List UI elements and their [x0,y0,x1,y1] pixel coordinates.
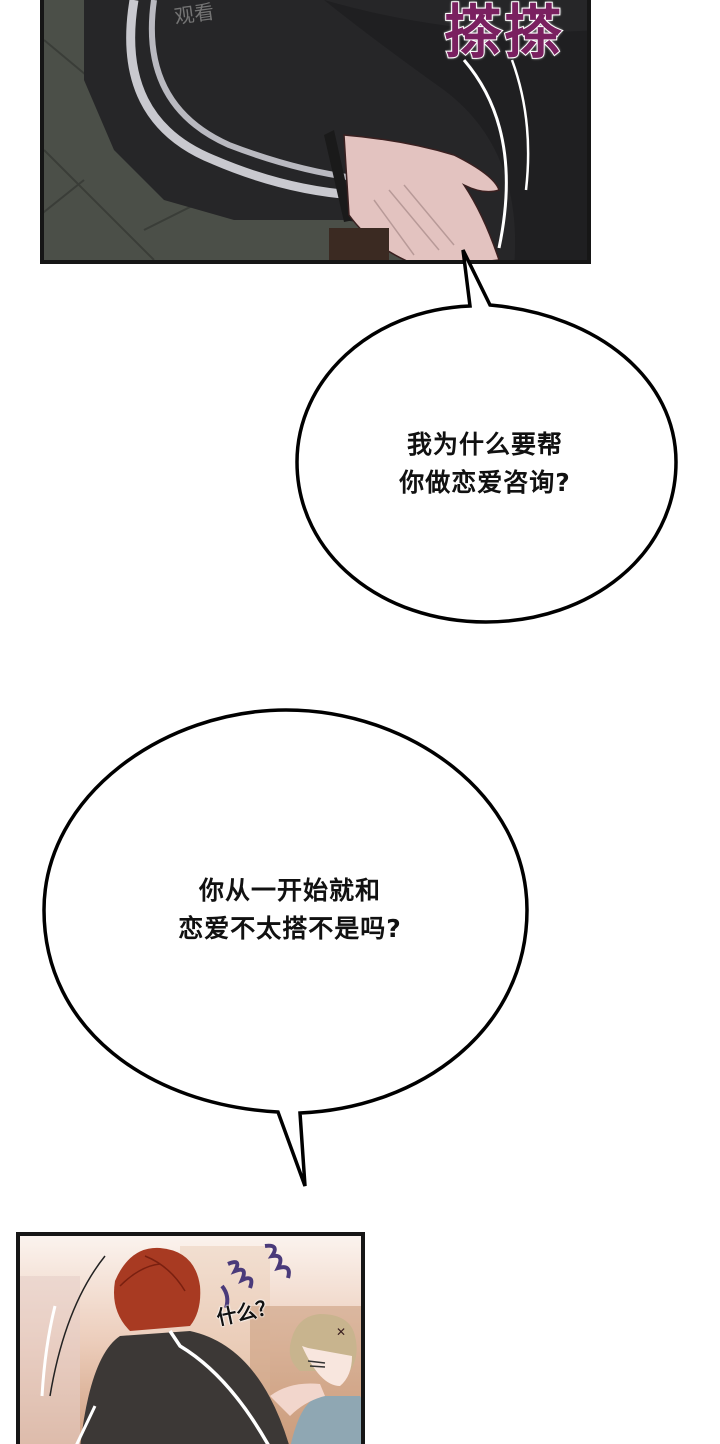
characters-illustration: ✕ [20,1236,361,1444]
svg-text:✕: ✕ [336,1325,346,1339]
comic-panel-1: 观看 搽搽 [40,0,591,264]
speech-bubble-2-text: 你从一开始就和 恋爱不太搭不是吗? [178,876,402,943]
jacket-closeup-illustration [44,0,587,260]
speech-bubble-1-text: 我为什么要帮 你做恋爱咨询? [399,430,571,497]
sound-effect-rub: 搽搽 [443,0,565,66]
comic-panel-2: ✕ 什么？ [16,1232,365,1444]
